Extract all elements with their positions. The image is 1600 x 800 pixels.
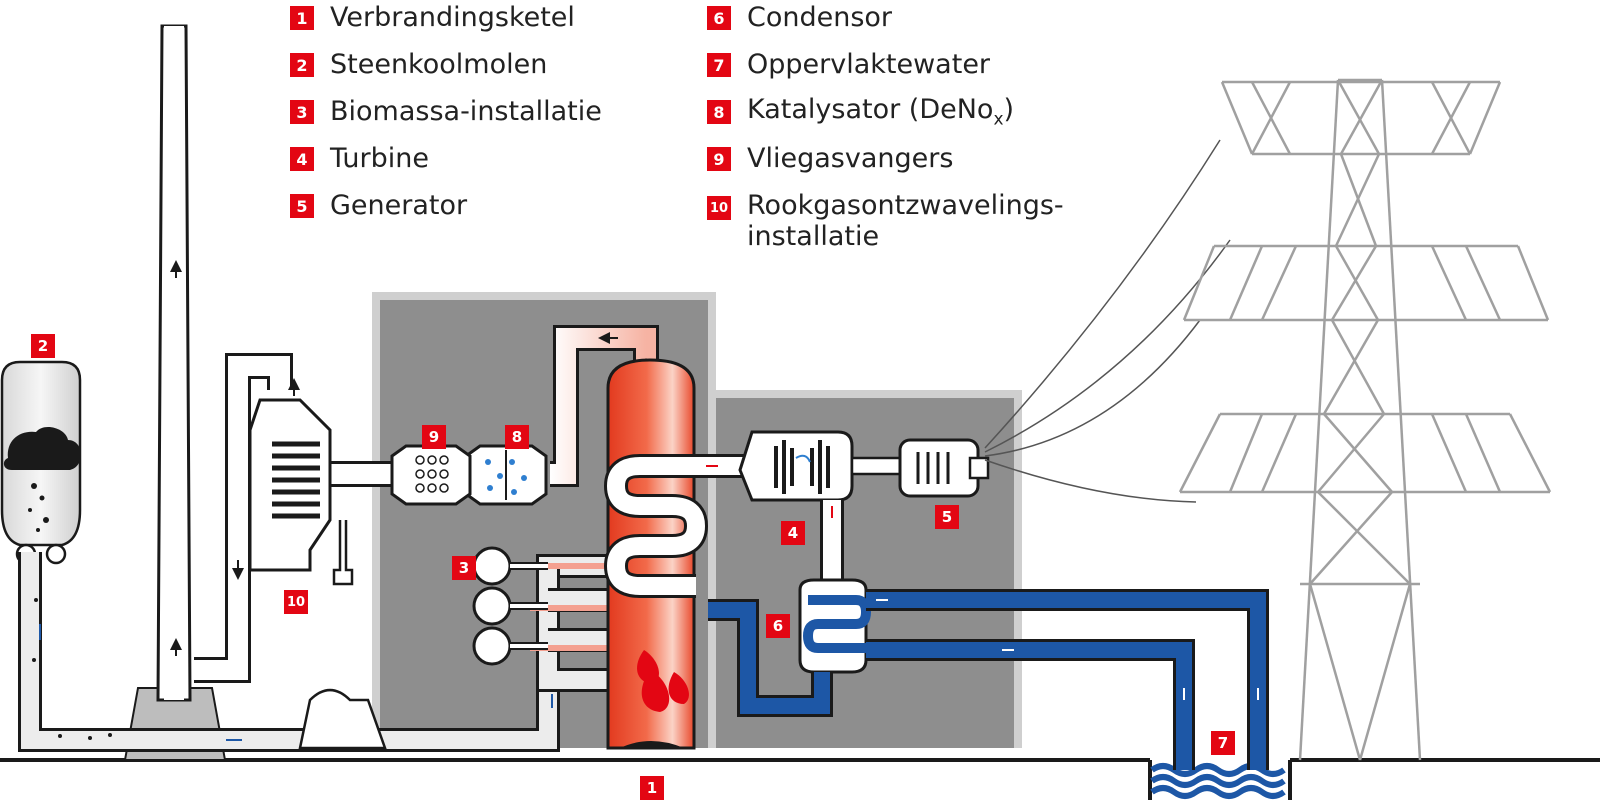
chimney [123,24,227,761]
legend-label-suffix: ) [1003,94,1015,126]
coal-mill [0,360,82,565]
legend-item-10: 10 Rookgasontzwavelings-installatie [707,190,1064,252]
transmission-tower [1178,78,1552,761]
legend-badge: 8 [707,100,731,124]
cooling-water-loop [866,589,1269,770]
badge-boiler: 1 [640,776,664,800]
biomass-feeds [472,546,608,692]
badge-desulfurization: 10 [284,590,308,614]
legend-label-subscript: x [993,109,1004,130]
badge-generator: 5 [935,505,959,529]
legend-label: Condensor [747,2,893,34]
legend-badge: 6 [707,6,731,30]
legend-item-2: 2 Steenkoolmolen [290,49,547,81]
badge-catalyst: 8 [505,425,529,449]
legend-item-6: 6 Condensor [707,2,892,34]
legend-badge: 10 [707,196,731,220]
catalyst-unit [464,444,548,506]
legend-label-main: Katalysator (DeNo [747,94,994,126]
legend-label: Generator [330,190,468,222]
desulfurization-tower [248,398,354,586]
legend-label: Oppervlaktewater [747,49,991,81]
steam-coil [603,454,709,598]
legend-item-5: 5 Generator [290,190,467,222]
badge-surface-water: 7 [1211,731,1235,755]
legend-item-1: 1 Verbrandingsketel [290,2,575,34]
surface-water [1150,763,1286,799]
legend-badge: 7 [707,53,731,77]
legend-label: Verbrandingsketel [330,2,575,34]
generator [898,438,990,498]
fly-ash-catcher [390,444,472,506]
legend-item-4: 4 Turbine [290,143,429,175]
legend-badge: 5 [290,194,314,218]
legend-item-8: 8 Katalysator (DeNox) [707,94,1014,130]
legend-item-7: 7 Oppervlaktewater [707,49,990,81]
legend-badge: 3 [290,100,314,124]
legend-label: Katalysator (DeNox) [747,94,1014,130]
legend-label: Rookgasontzwavelings-installatie [747,190,1064,252]
legend-label: Vliegasvangers [747,143,954,175]
legend-label: Turbine [330,143,429,175]
legend-label-line1: Rookgasontzwavelings- [747,190,1064,221]
legend-item-3: 3 Biomassa-installatie [290,96,602,128]
legend-label: Biomassa-installatie [330,96,602,128]
legend-badge: 2 [290,53,314,77]
legend-badge: 4 [290,147,314,171]
condenser [696,578,872,717]
ash-pile [298,688,387,750]
badge-turbine: 4 [781,521,805,545]
legend-badge: 9 [707,147,731,171]
badge-biomass: 3 [452,556,476,580]
legend-label: Steenkoolmolen [330,49,548,81]
legend-label-line2: installatie [747,221,880,253]
legend-badge: 1 [290,6,314,30]
ground-line [0,758,1600,800]
badge-fly-ash: 9 [422,425,446,449]
badge-condenser: 6 [766,614,790,638]
legend-item-9: 9 Vliegasvangers [707,143,953,175]
badge-coal-mill: 2 [31,334,55,358]
